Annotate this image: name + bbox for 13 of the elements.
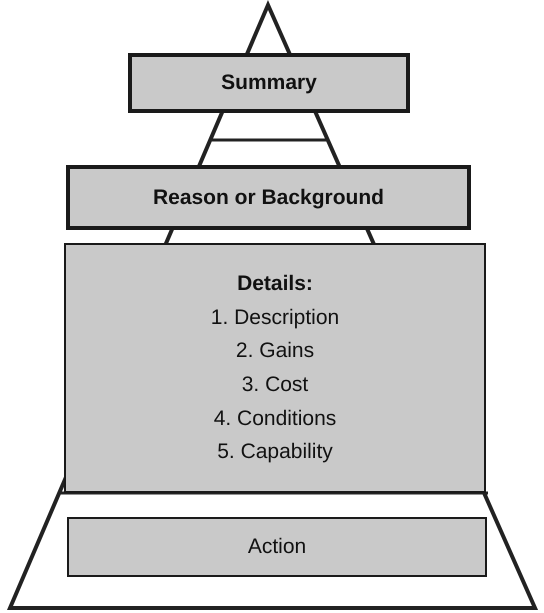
list-item: 1. Description bbox=[210, 304, 340, 331]
list-item: 2. Gains bbox=[236, 338, 314, 364]
list-item: 5. Capability bbox=[217, 439, 333, 466]
box-label: Reason or Background bbox=[152, 184, 384, 211]
box-label: Action bbox=[248, 534, 306, 560]
list-item: 3. Cost bbox=[242, 372, 308, 398]
list-item: 4. Conditions bbox=[214, 406, 336, 432]
reason-box bbox=[66, 165, 471, 230]
heading: Details: bbox=[237, 271, 313, 298]
summary-box bbox=[128, 53, 410, 113]
box-label: Summary bbox=[221, 70, 317, 96]
details-box bbox=[64, 243, 486, 493]
action-box bbox=[67, 517, 487, 577]
